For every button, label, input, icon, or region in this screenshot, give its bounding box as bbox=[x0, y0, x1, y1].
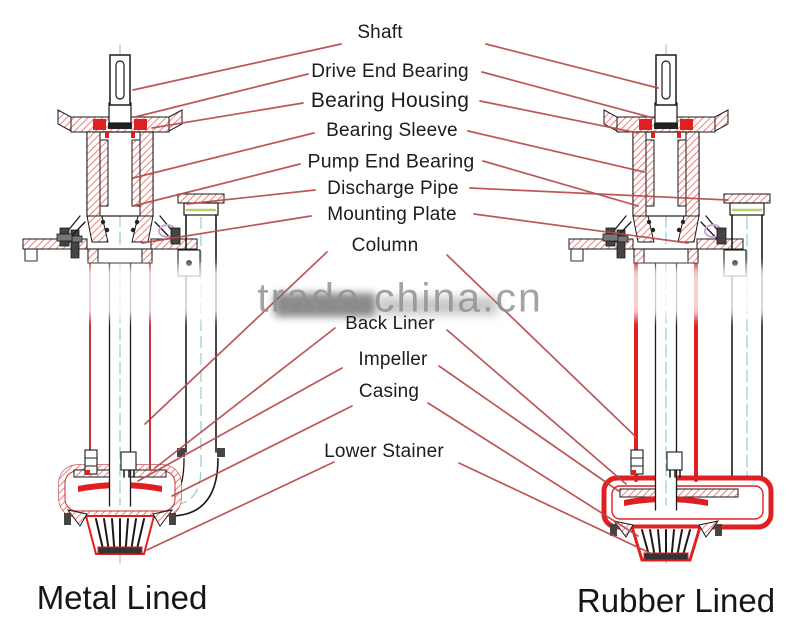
part-label-column: Column bbox=[351, 235, 419, 256]
part-label-back-liner: Back Liner bbox=[345, 312, 435, 333]
watermark: trade.china.cn bbox=[257, 274, 543, 321]
rubber-lined-pump-diagram bbox=[568, 44, 774, 564]
caption-rubber-lined: Rubber Lined bbox=[576, 582, 776, 619]
part-label-mounting-plate: Mounting Plate bbox=[327, 204, 457, 225]
metal-lined-pump-diagram bbox=[22, 44, 225, 564]
part-label-shaft: Shaft bbox=[357, 22, 403, 43]
part-label-drive-end-bearing: Drive End Bearing bbox=[311, 61, 469, 82]
part-label-bearing-sleeve: Bearing Sleeve bbox=[326, 120, 458, 141]
leader-lines bbox=[132, 43, 729, 554]
watermark-blur-blob bbox=[274, 293, 376, 317]
part-label-bearing-housing: Bearing Housing bbox=[310, 89, 470, 112]
part-label-casing: Casing bbox=[358, 381, 420, 402]
part-label-lower-stainer: Lower Stainer bbox=[324, 441, 444, 462]
part-label-discharge-pipe: Discharge Pipe bbox=[327, 178, 459, 199]
caption-metal-lined: Metal Lined bbox=[36, 579, 208, 616]
part-label-impeller: Impeller bbox=[358, 349, 428, 370]
watermark-blur-blob-2 bbox=[378, 297, 498, 315]
part-label-pump-end-bearing: Pump End Bearing bbox=[307, 150, 475, 173]
